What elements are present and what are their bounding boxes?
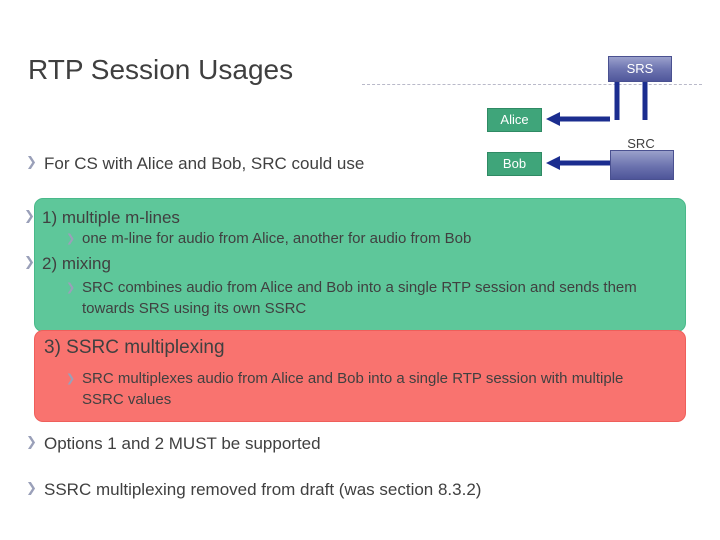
bullet-note2-text: SSRC multiplexing removed from draft (wa… [44, 480, 482, 499]
bullet-note2: ❯ SSRC multiplexing removed from draft (… [26, 478, 706, 501]
diagram-node-alice-label: Alice [500, 112, 529, 127]
bullet-glyph-icon: ❯ [26, 481, 37, 496]
bullet-glyph-icon: ❯ [26, 155, 37, 170]
bullet-option1-sub-text: one m-line for audio from Alice, another… [82, 230, 472, 247]
bullet-option2: ❯ 2) mixing [24, 252, 644, 275]
sub-bullet-glyph-icon: ❯ [66, 232, 76, 245]
bullet-note1-text: Options 1 and 2 MUST be supported [44, 434, 321, 453]
bullet-glyph-icon: ❯ [26, 435, 37, 450]
bullet-option1-text: 1) multiple m-lines [42, 208, 180, 227]
bullet-option3-sub-text: SRC multiplexes audio from Alice and Bob… [82, 370, 624, 408]
diagram-node-src [610, 150, 674, 180]
bullet-option2-sub: ❯ SRC combines audio from Alice and Bob … [66, 277, 666, 319]
bullet-option3-text: 3) SSRC multiplexing [44, 337, 225, 358]
bullet-option3-sub: ❯ SRC multiplexes audio from Alice and B… [66, 368, 666, 410]
highlight-panel-green [34, 198, 686, 332]
highlight-panel-red [34, 330, 686, 422]
diagram-node-alice: Alice [487, 108, 542, 132]
diagram-node-bob: Bob [487, 152, 542, 176]
bullet-option1-sub: ❯ one m-line for audio from Alice, anoth… [66, 228, 676, 249]
bullet-option1: ❯ 1) multiple m-lines [24, 206, 644, 229]
page-title: RTP Session Usages [28, 54, 294, 85]
diagram-node-bob-label: Bob [502, 156, 527, 171]
sub-bullet-glyph-icon: ❯ [66, 372, 76, 385]
bullet-option3: ❯ 3) SSRC multiplexing [26, 336, 646, 359]
bullet-option2-sub-text: SRC combines audio from Alice and Bob in… [82, 279, 637, 317]
diagram-node-srs-label: SRS [626, 61, 654, 76]
sub-bullet-glyph-icon: ❯ [66, 281, 76, 294]
diagram-node-src-label: SRC [627, 136, 655, 151]
bullet-intro-text: For CS with Alice and Bob, SRC could use [44, 154, 365, 173]
bullet-intro: ❯ For CS with Alice and Bob, SRC could u… [26, 152, 666, 175]
bullet-note1: ❯ Options 1 and 2 MUST be supported [26, 432, 666, 455]
title-divider [362, 84, 702, 85]
bullet-option2-text: 2) mixing [42, 254, 111, 273]
bullet-glyph-icon: ❯ [24, 255, 35, 270]
bullet-glyph-icon: ❯ [24, 209, 35, 224]
diagram-node-srs: SRS [608, 56, 672, 82]
